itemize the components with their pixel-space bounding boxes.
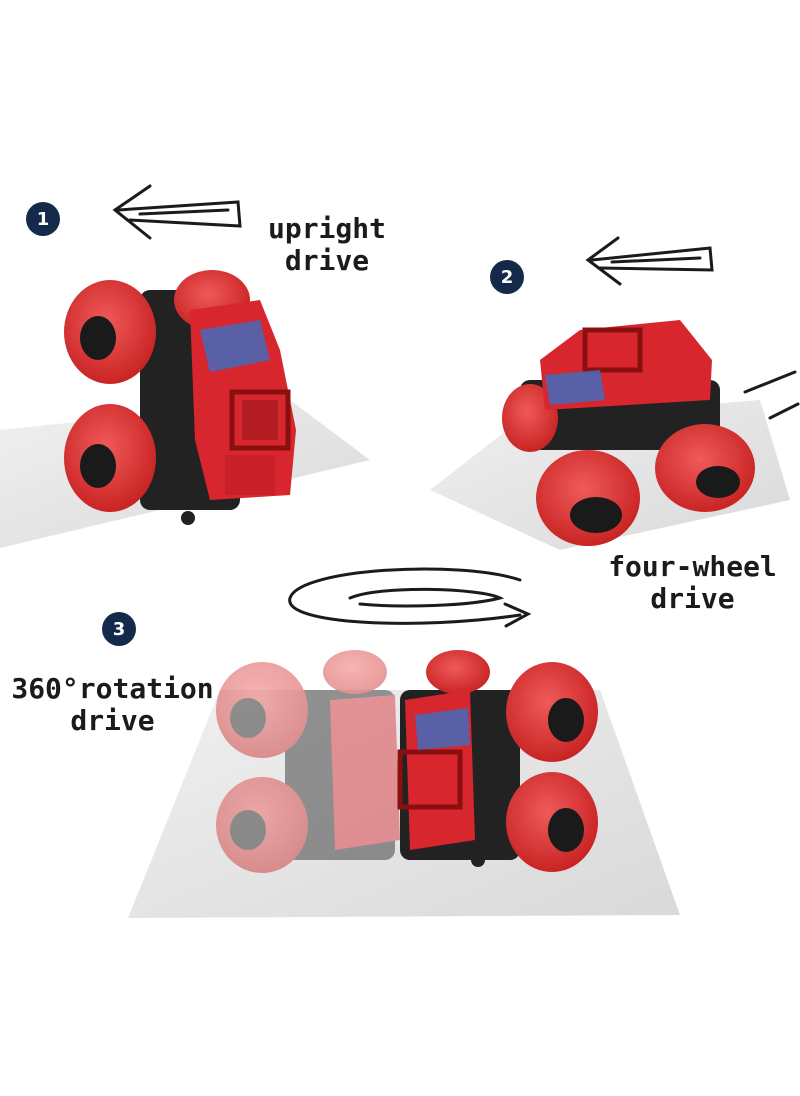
toy-car-upright [64, 270, 296, 525]
step-badge-1: 1 [26, 202, 60, 236]
toy-car-four-wheel [502, 320, 755, 546]
arrow-left-icon [112, 184, 242, 240]
caption-line: drive [284, 244, 370, 277]
motion-lines [743, 370, 800, 420]
caption-line: drive [70, 704, 155, 737]
caption-line: 360°rotation [11, 672, 214, 705]
caption-line: upright [267, 212, 386, 245]
caption-line: drive [650, 582, 735, 615]
caption-four-wheel-drive: four-wheel drive [590, 551, 795, 615]
step-badge-3: 3 [102, 612, 136, 646]
caption-line: four-wheel [608, 550, 777, 583]
caption-360-rotation-drive: 360°rotation drive [10, 673, 215, 737]
arrow-left-icon [585, 236, 714, 286]
toy-car-rotation-ghost [216, 650, 400, 873]
toy-car-rotation [397, 650, 598, 872]
step-badge-2: 2 [490, 260, 524, 294]
caption-upright-drive: upright drive [262, 213, 392, 277]
rotation-arrow-icon [288, 567, 532, 628]
